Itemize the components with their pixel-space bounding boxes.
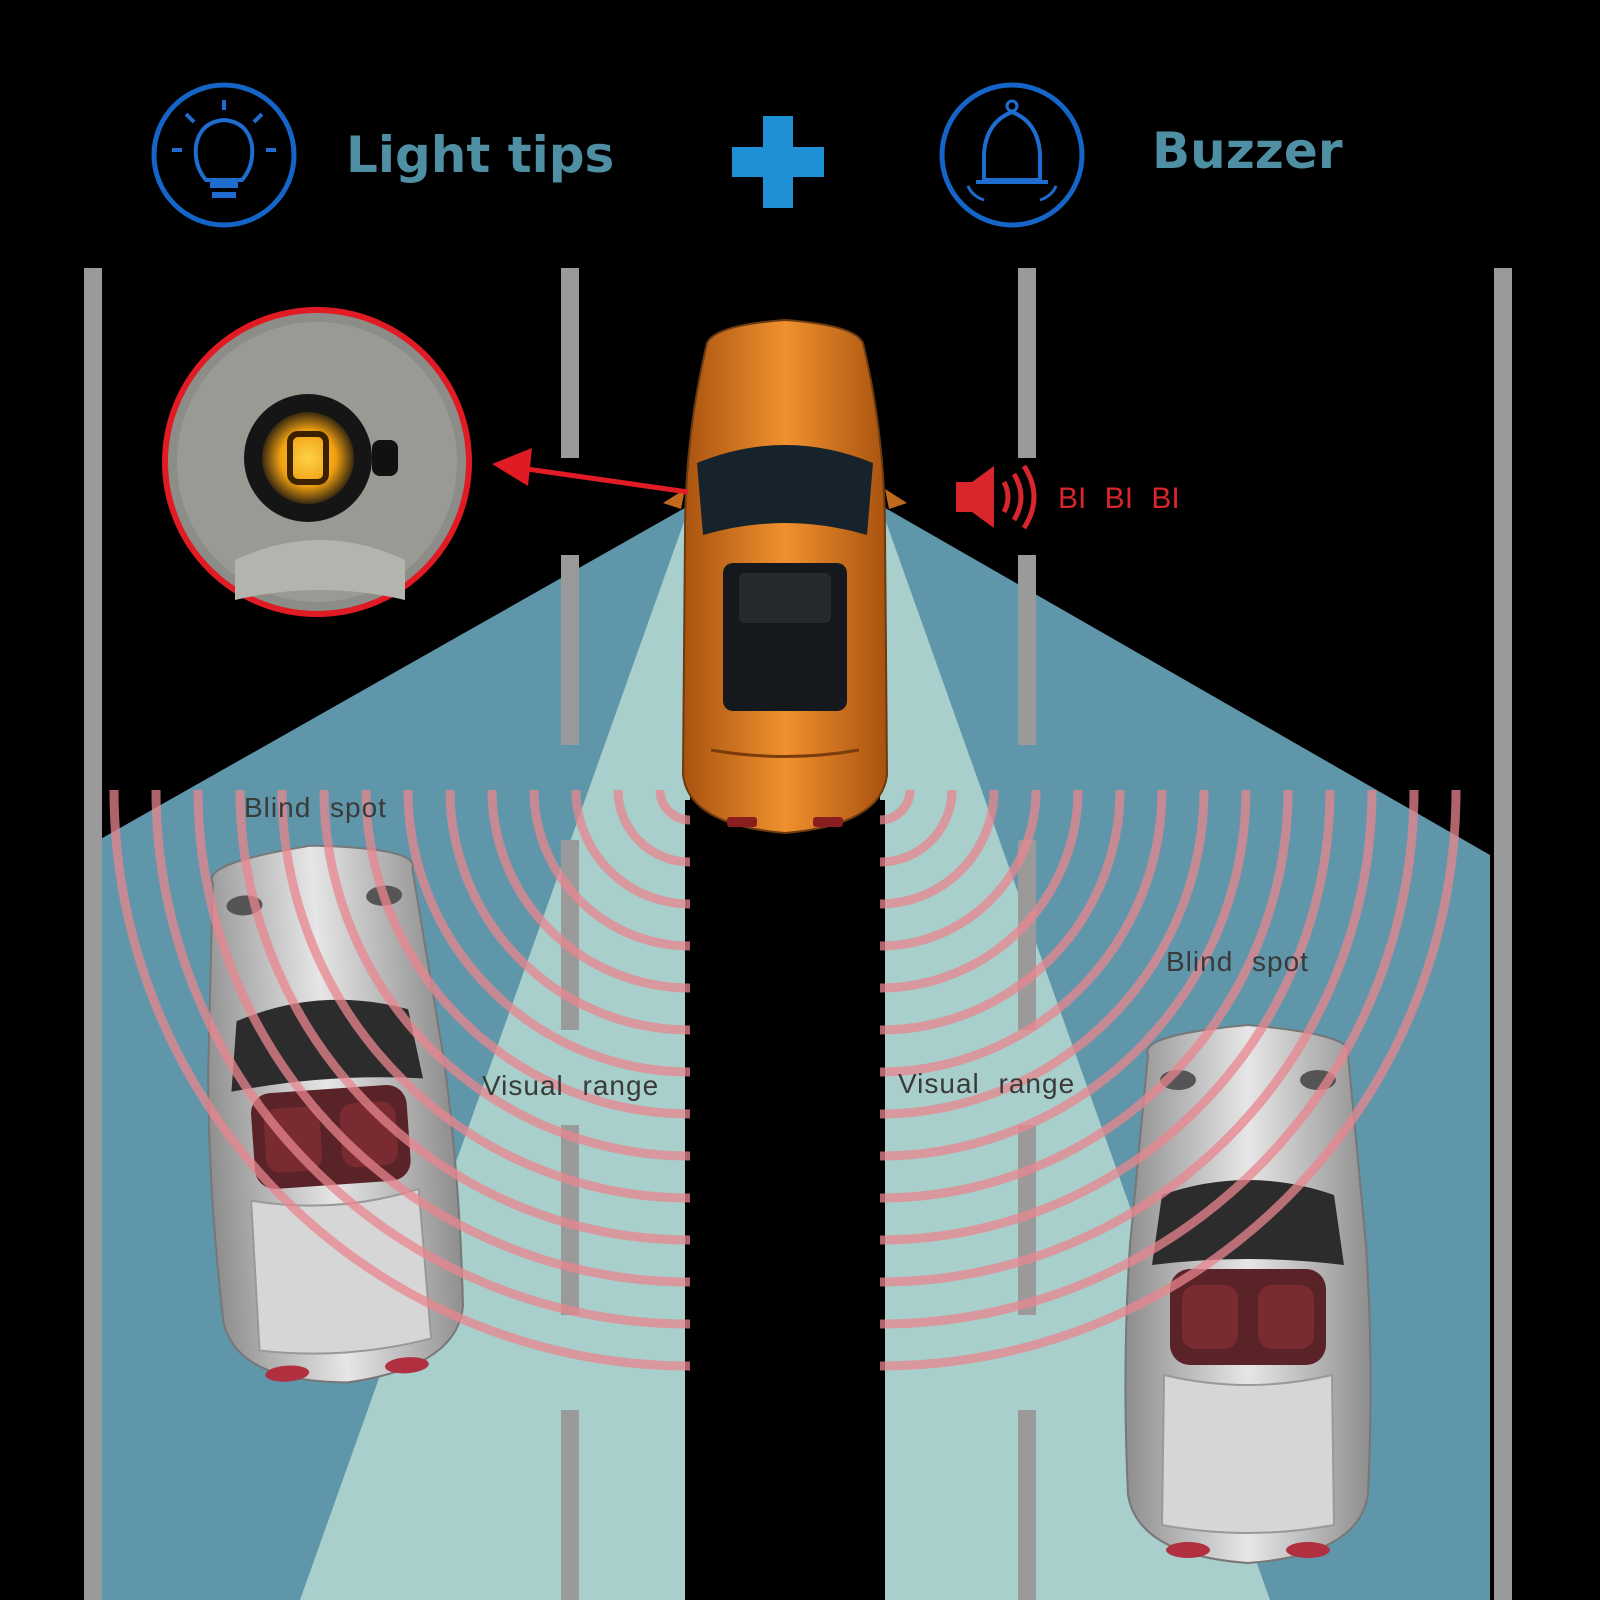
visual-range-label-left: Visual range <box>482 1070 660 1101</box>
buzzer-label: Buzzer <box>1152 122 1343 180</box>
plus-icon <box>732 116 824 208</box>
lane-dash <box>561 1410 579 1600</box>
light-tips-label: Light tips <box>346 126 615 184</box>
outer-lane-line-left <box>84 268 102 1600</box>
pointer-arrow <box>492 448 689 495</box>
lane-dash <box>1018 1410 1036 1600</box>
lane-dash <box>1018 555 1036 745</box>
speaker-icon <box>956 464 1037 530</box>
car-symbol-icon <box>287 431 329 485</box>
blind-spot-label-right: Blind spot <box>1166 946 1309 977</box>
lane-dash <box>561 555 579 745</box>
visual-range-label-right: Visual range <box>898 1068 1076 1099</box>
indicator-inset <box>162 307 472 617</box>
lane-dash <box>1018 268 1036 458</box>
blind-spot-label-left: Blind spot <box>244 792 387 823</box>
lane-dash <box>561 268 579 458</box>
outer-lane-line-right <box>1494 268 1512 1600</box>
bell-icon <box>939 82 1085 228</box>
center-lane <box>685 800 885 1600</box>
main-car <box>663 318 907 835</box>
buzzer-sound-text: BI BI BI <box>1058 482 1180 515</box>
warning-lamp <box>262 412 354 504</box>
lightbulb-icon <box>151 82 297 228</box>
